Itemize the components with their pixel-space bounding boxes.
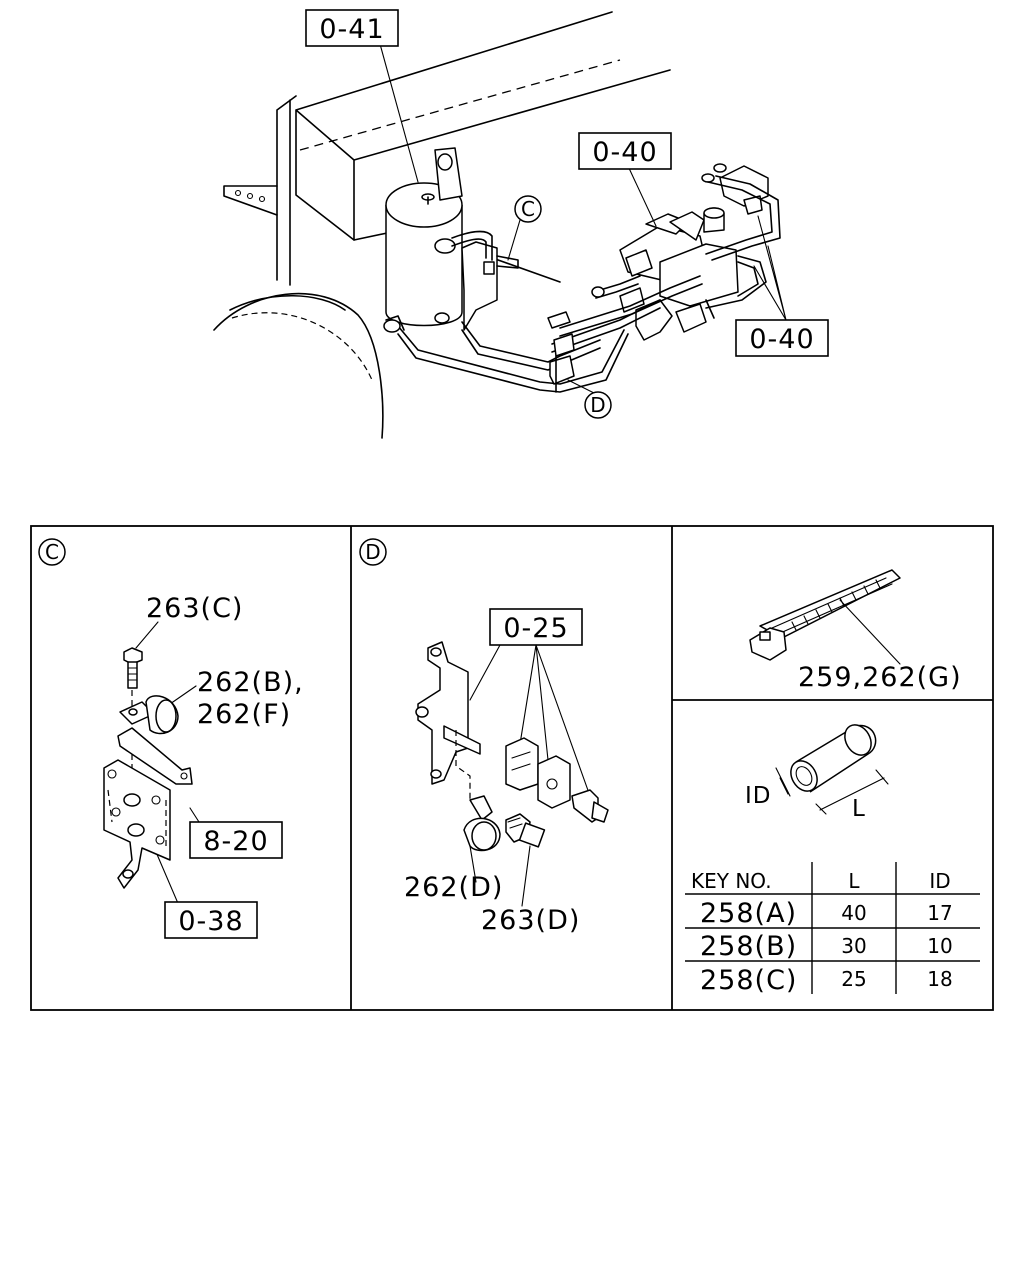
table-row-id: 10: [927, 934, 952, 958]
panel-c-leaders: [135, 621, 209, 909]
callout-8-20: 8-20: [189, 821, 283, 859]
svg-text:C: C: [521, 197, 535, 221]
table-header-key: KEY NO.: [691, 869, 772, 893]
detail-panels-frame: [30, 525, 994, 1011]
marker-c-panel: C: [38, 538, 66, 566]
callout-0-38: 0-38: [164, 901, 258, 939]
table-row-id: 17: [927, 901, 952, 925]
sleeve-drawing: [790, 724, 877, 793]
panel-tie: 259,262(G): [749, 569, 962, 693]
panel-d-leaders: [469, 644, 591, 797]
clip-8-20-drawing: [117, 727, 193, 785]
top-assembly-illustration: [213, 11, 781, 439]
panel-c: C 263(C) 262(B), 262(F): [38, 538, 304, 939]
label-262b: 262(B),: [197, 667, 304, 698]
spec-table: KEY NO. L ID 258(A) 40 17 258(B) 30 10 2…: [685, 862, 980, 996]
svg-text:C: C: [45, 540, 59, 564]
leader-0-41: [379, 43, 419, 183]
label-tie: 259,262(G): [798, 662, 962, 693]
svg-text:0-25: 0-25: [503, 613, 568, 644]
svg-text:0-40: 0-40: [592, 137, 657, 168]
leader-c: [507, 219, 521, 261]
svg-text:0-41: 0-41: [319, 14, 384, 45]
table-row-l: 40: [841, 901, 866, 925]
dim-label-id: ID: [745, 783, 772, 809]
dimension-lines: [775, 767, 889, 815]
table-row-key: 258(C): [700, 965, 797, 996]
table-header-id: ID: [929, 869, 950, 893]
table-header-l: L: [848, 869, 860, 893]
svg-text:0-40: 0-40: [749, 324, 814, 355]
marker-c-top: C: [514, 195, 542, 223]
label-263c: 263(C): [146, 593, 243, 624]
callout-0-40-lines: 0-40: [735, 319, 829, 357]
callout-0-25: 0-25: [489, 608, 583, 646]
panel-sleeve: ID L KEY NO. L ID 258(A) 40 17 258(B) 30…: [685, 724, 980, 996]
bolt-0-25-drawing: [571, 789, 609, 823]
panel-d: D 0-25: [359, 538, 609, 936]
leader-tie: [839, 599, 901, 665]
table-row-key: 258(A): [700, 898, 797, 929]
clamp-262d-drawing: [463, 795, 501, 852]
cable-tie-drawing: [749, 569, 901, 661]
callout-0-41: 0-41: [305, 9, 399, 47]
label-263d: 263(D): [481, 905, 580, 936]
marker-d-panel: D: [359, 538, 387, 566]
callout-0-40-valve: 0-40: [578, 132, 672, 170]
bracket-d-drawing: [415, 641, 481, 800]
label-262d: 262(D): [404, 872, 503, 903]
panel-d-lower-leaders: [469, 845, 531, 907]
bolt-263d-drawing: [505, 813, 546, 848]
leader-d: [567, 379, 597, 395]
table-row-l: 25: [841, 967, 866, 991]
clamp-262bf-drawing: [119, 695, 179, 735]
table-row-key: 258(B): [700, 931, 797, 962]
svg-text:8-20: 8-20: [203, 826, 268, 857]
table-row-l: 30: [841, 934, 866, 958]
marker-d-top: D: [584, 391, 612, 419]
clamp-0-25-drawing: [505, 737, 571, 809]
bracket-0-38-drawing: [103, 759, 171, 889]
table-row-id: 18: [927, 967, 952, 991]
leader-0-40-valve: [627, 165, 657, 227]
svg-text:D: D: [365, 540, 380, 564]
dim-label-l: L: [852, 796, 866, 822]
leader-0-40-lines: [753, 215, 787, 321]
label-262f: 262(F): [197, 699, 291, 730]
svg-text:D: D: [590, 393, 605, 417]
svg-text:0-38: 0-38: [178, 906, 243, 937]
